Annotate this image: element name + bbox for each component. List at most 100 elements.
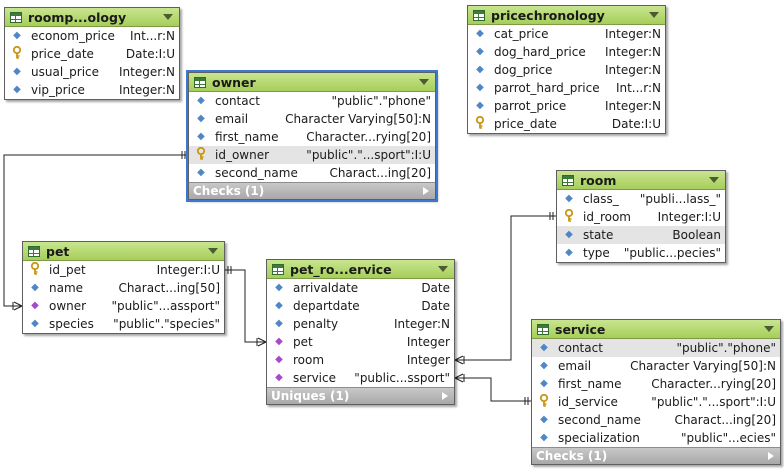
entity-header[interactable]: room: [557, 171, 725, 190]
attribute-name: first_name: [558, 377, 622, 391]
attribute-type: Date: [421, 299, 450, 313]
attribute-type: Integer:I:U: [156, 263, 220, 277]
attribute-name: second_name: [558, 413, 641, 427]
attribute-name: price_date: [31, 47, 94, 61]
attribute-type: "public"...assport": [111, 299, 220, 313]
collapse-chevron-icon[interactable]: [163, 14, 173, 20]
link-pet-prs: [225, 269, 266, 343]
cardinality-mark: [13, 301, 23, 307]
attribute-row[interactable]: ◆contact"public"."phone": [532, 339, 780, 357]
attribute-name: departdate: [293, 299, 360, 313]
entity-footer[interactable]: Uniques (1): [267, 387, 454, 404]
entity-header[interactable]: roomp...ology: [5, 8, 179, 27]
attribute-name: owner: [49, 299, 87, 313]
attribute-type: Integer:N: [605, 27, 661, 41]
attribute-row[interactable]: price_date Date:I:U: [5, 45, 179, 63]
attribute-row[interactable]: ◆class_"publi...lass_": [557, 190, 725, 208]
attribute-row[interactable]: ◆owner"public"...assport": [23, 297, 224, 315]
table-icon: [562, 174, 574, 186]
collapse-chevron-icon[interactable]: [208, 248, 218, 254]
entity-header[interactable]: owner: [189, 73, 435, 92]
expand-arrow-icon[interactable]: [768, 452, 774, 460]
entity-header[interactable]: pet_ro...ervice: [267, 260, 454, 279]
collapse-chevron-icon[interactable]: [709, 177, 719, 183]
attribute-row[interactable]: ◆contact"public"."phone": [189, 92, 435, 110]
attribute-icon: ◆: [197, 131, 205, 142]
collapse-chevron-icon[interactable]: [764, 326, 774, 332]
expand-arrow-icon[interactable]: [442, 392, 448, 400]
collapse-chevron-icon[interactable]: [649, 12, 659, 18]
attribute-icon: ◆: [13, 66, 21, 77]
attribute-type: Integer:N: [605, 63, 661, 77]
cardinality-mark: [13, 305, 23, 311]
entity-title: pet: [46, 243, 70, 259]
attribute-icon: ◆: [31, 282, 39, 293]
collapse-chevron-icon[interactable]: [419, 79, 429, 85]
attribute-name: class_: [583, 192, 619, 206]
attribute-type: Integer:N: [605, 45, 661, 59]
table-icon: [28, 245, 40, 257]
attribute-row[interactable]: ◆type"public...pecies": [557, 244, 725, 262]
attribute-name: id_room: [583, 210, 631, 224]
entity-footer[interactable]: Checks (1): [532, 447, 780, 464]
attribute-type: Date:I:U: [125, 47, 175, 61]
attribute-row[interactable]: ◆service"public...ssport": [267, 369, 454, 387]
attribute-name: type: [583, 246, 610, 260]
attribute-type: Date:I:U: [611, 117, 661, 131]
attribute-row[interactable]: id_owner"public"."...sport":I:U: [189, 146, 435, 164]
attribute-row[interactable]: ◆specialization"public"...ecies": [532, 429, 780, 447]
entity-title: service: [555, 321, 606, 337]
attribute-type: "public...pecies": [623, 246, 721, 260]
attribute-type: "publi...lass_": [639, 192, 721, 206]
attribute-name: contact: [558, 341, 603, 355]
entity-footer[interactable]: Checks (1): [189, 182, 435, 199]
entity-header[interactable]: pet: [23, 242, 224, 261]
primary-key-icon: [474, 115, 486, 132]
attribute-type: Integer:N: [119, 83, 175, 97]
attribute-icon: ◆: [197, 167, 205, 178]
attribute-type: Int...r:N: [615, 81, 661, 95]
collapse-chevron-icon[interactable]: [438, 266, 448, 272]
entity-header[interactable]: pricechronology: [468, 6, 665, 25]
attribute-icon: ◆: [476, 46, 484, 57]
attribute-row[interactable]: ◆species"public"."species": [23, 315, 224, 333]
attribute-row[interactable]: id_service"public"."...sport":I:U: [532, 393, 780, 411]
entity-header[interactable]: service: [532, 320, 780, 339]
attribute-name: vip_price: [31, 83, 85, 97]
link-service-prs: [455, 377, 531, 402]
expand-arrow-icon[interactable]: [423, 187, 429, 195]
